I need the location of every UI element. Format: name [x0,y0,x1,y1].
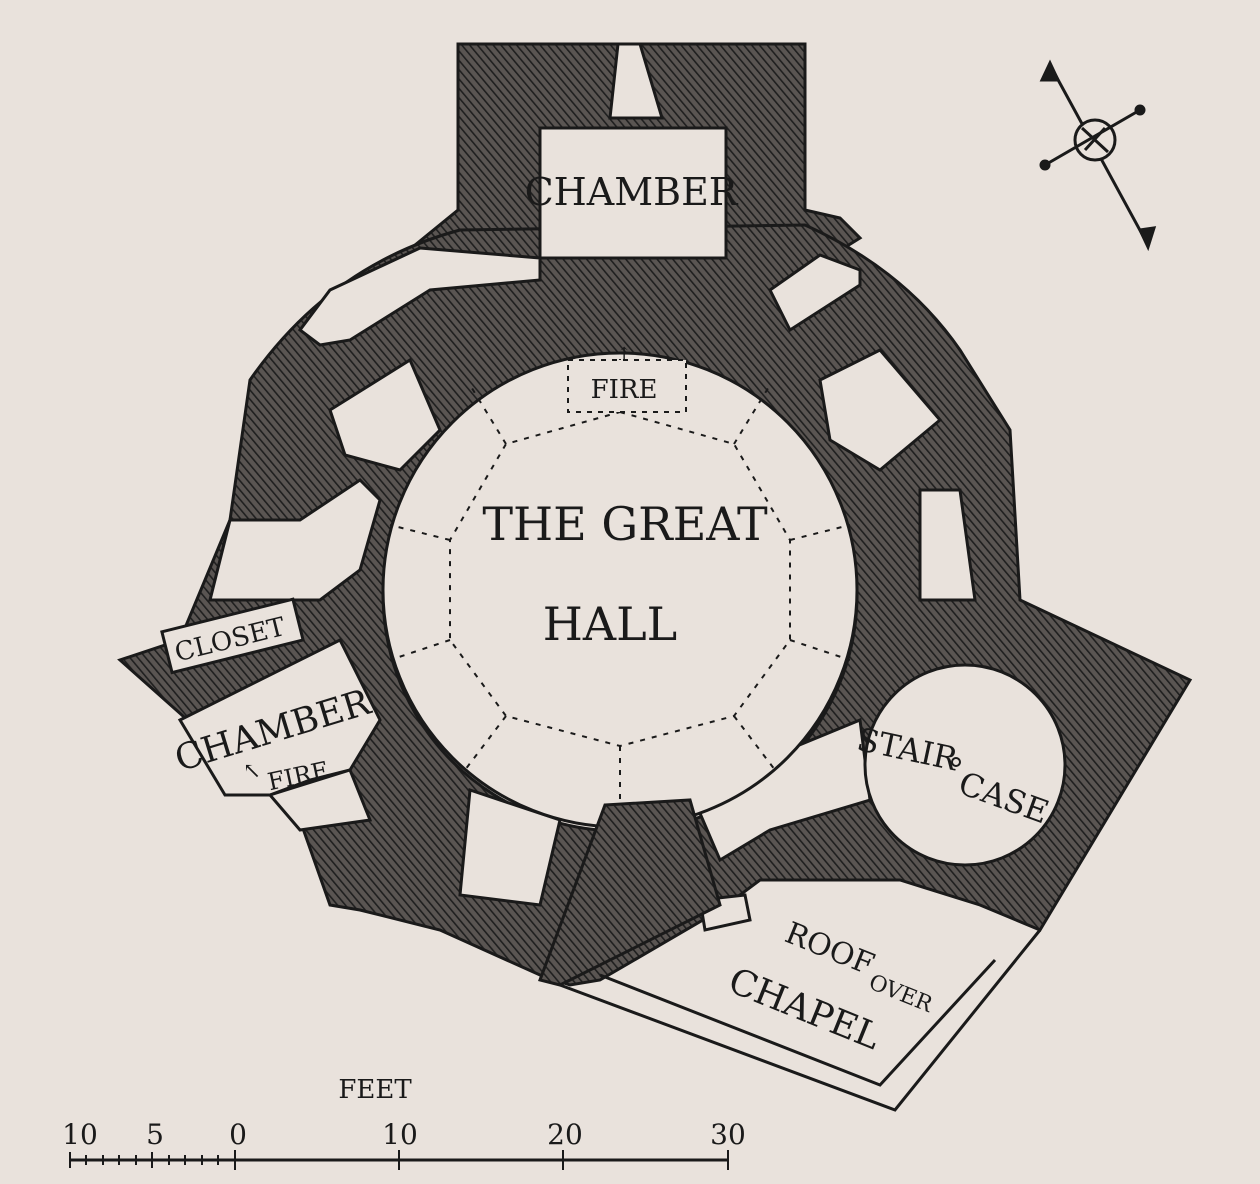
nw-embrasure [328,357,442,472]
ne-passage [768,253,862,333]
great-hall-floor [381,351,859,829]
label-great-hall-line2: HALL [543,597,677,651]
north-door-notch [608,42,665,120]
scale-tick-30: 30 [710,1118,746,1151]
label-roof: ROOF [780,916,879,983]
great-hall [381,351,859,829]
closet-room [160,597,305,675]
scale-tick-10-left: 10 [62,1118,98,1151]
scale-tick-0: 0 [229,1118,247,1151]
w-passage [208,478,382,602]
nw-passage [297,246,542,347]
staircase-well [863,663,1067,867]
e-recess [918,488,977,602]
scale-tick-10: 10 [382,1118,418,1151]
fire-hall-arrow-icon: ↑ [616,344,631,365]
fire-west-arrow-icon: ↖ [243,759,261,784]
label-great-hall-line1: THE GREAT [482,497,768,551]
scale-unit-label: FEET [338,1075,412,1105]
chapel-roof [559,929,1042,1112]
west-chamber-annex [267,768,373,832]
label-fire-hall: FIRE [591,375,658,405]
north-arrow-compass-icon [1039,59,1157,252]
label-chamber-north: CHAMBER [525,170,739,214]
north-chamber-room [538,126,728,260]
staircase-dot-icon [951,757,961,767]
label-roof-over: OVER [865,970,937,1019]
south-wall-wedge [538,798,722,987]
scale-tick-20: 20 [547,1118,583,1151]
scale-tick-5: 5 [146,1118,164,1151]
scale-bar: FEET 10 5 0 10 20 30 [62,1075,746,1170]
ne-embrasure [818,348,943,472]
staircase-landing [688,717,872,863]
corridors [160,42,1067,932]
hall-fire-recess [567,359,687,413]
